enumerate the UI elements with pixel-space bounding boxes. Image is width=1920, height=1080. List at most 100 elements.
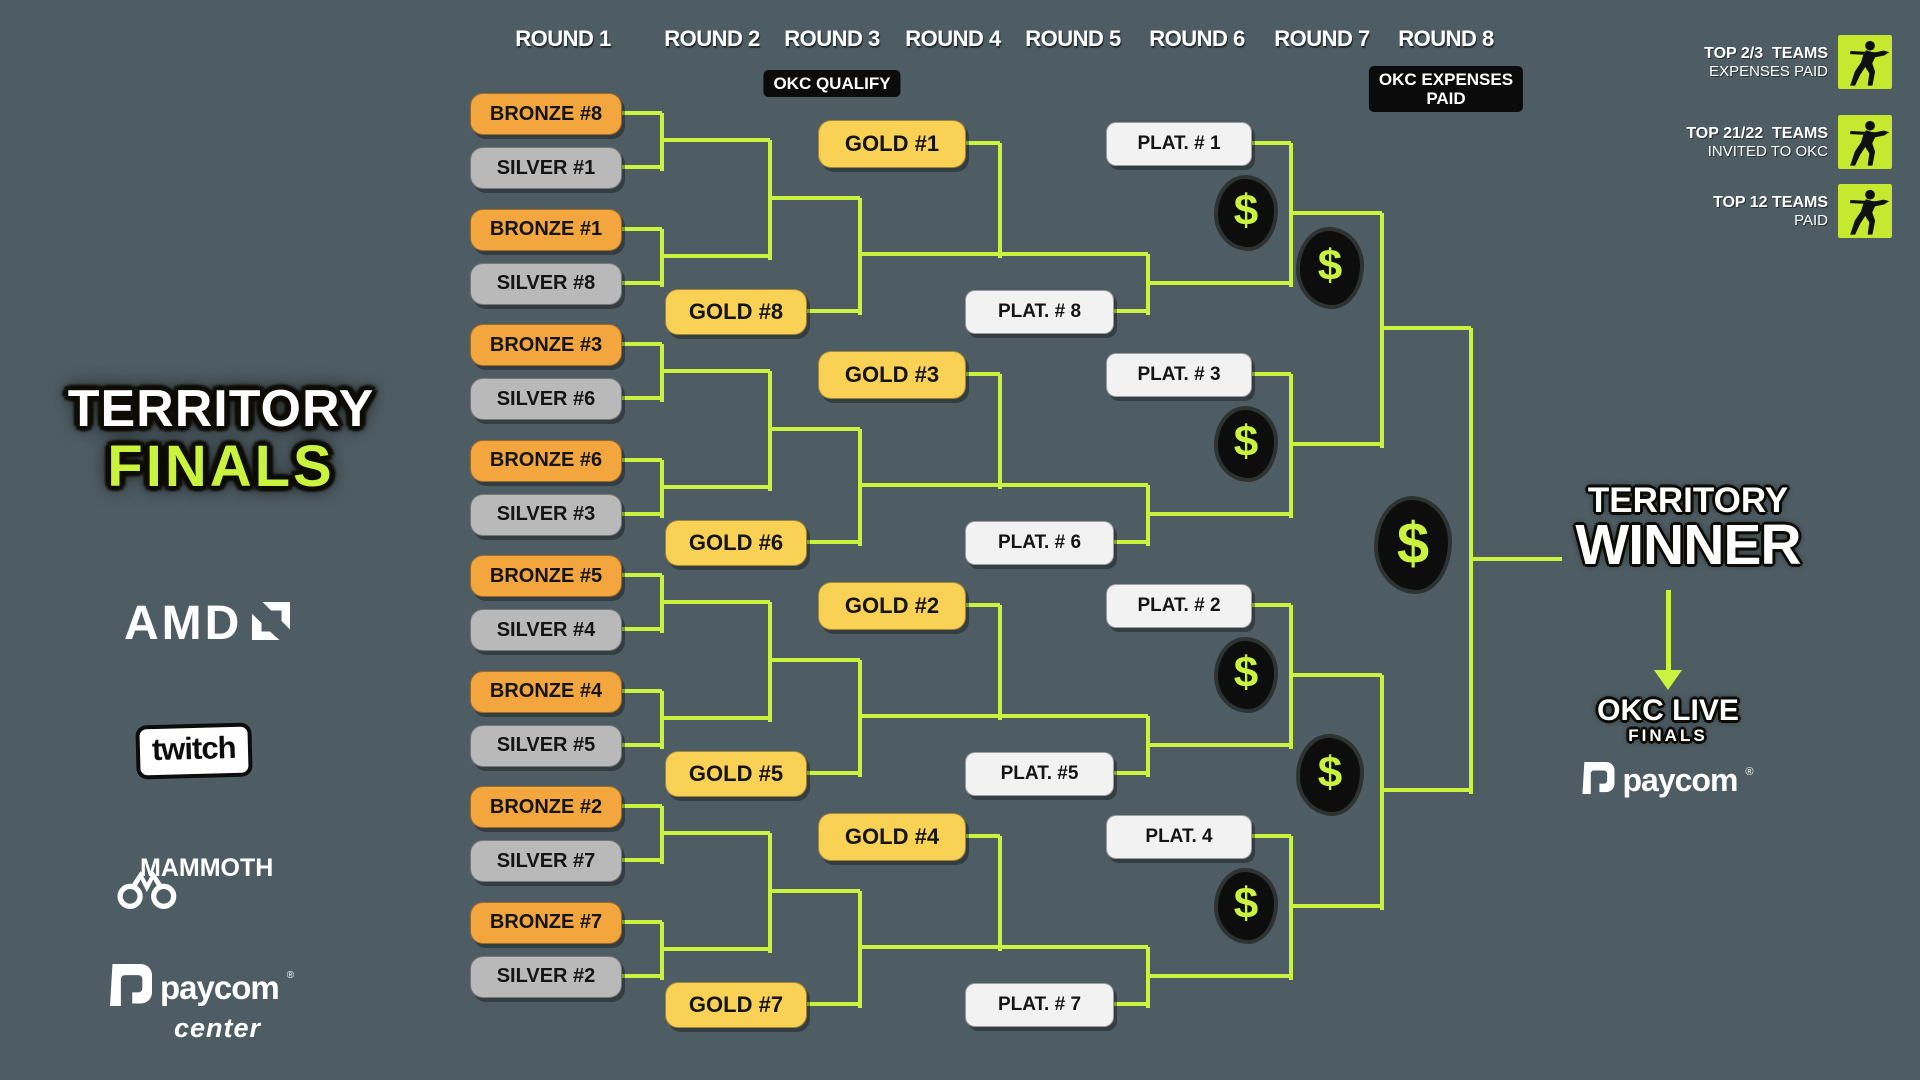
bracket-line-v — [998, 143, 1002, 259]
bracket-line-h — [620, 919, 662, 924]
silver-seed-box: SILVER #1 — [470, 147, 622, 189]
gold-seed-box: GOLD #8 — [665, 289, 807, 335]
platinum-seed-box: PLAT. # 2 — [1106, 584, 1252, 628]
bronze-seed-box: BRONZE #6 — [470, 439, 622, 482]
bracket-line-v — [858, 197, 862, 315]
sponsor-twitch-logo: twitch — [139, 726, 249, 776]
bracket-line-h — [620, 804, 662, 808]
bracket-line-v — [768, 833, 772, 953]
dollar-payout-icon: $ — [1300, 738, 1360, 812]
bracket-line-h — [620, 742, 662, 747]
down-arrow-shaft — [1666, 590, 1671, 672]
dollar-sign: $ — [1233, 647, 1259, 697]
bronze-seed-box: BRONZE #1 — [470, 208, 622, 251]
bracket-line-v — [1380, 674, 1384, 910]
bracket-line-h — [620, 627, 662, 631]
gold-seed-box: GOLD #3 — [818, 351, 966, 399]
bronze-seed-box: BRONZE #2 — [470, 786, 622, 828]
legend-subtitle: PAID — [1794, 211, 1828, 229]
event-logo-line1: TERRITORY — [67, 380, 375, 438]
dollar-sign: $ — [1233, 185, 1259, 235]
bracket-line-h — [620, 226, 662, 231]
down-arrow-icon — [1654, 670, 1682, 690]
cs-soldier-icon — [1838, 35, 1892, 89]
bracket-line-h — [1250, 141, 1291, 145]
bracket-line-v — [858, 659, 862, 777]
gold-seed-box: GOLD #4 — [818, 813, 966, 861]
paycom-bracket-icon — [1582, 762, 1615, 799]
dollar-sign: $ — [1233, 416, 1259, 466]
bracket-line-h — [620, 457, 662, 462]
round-header: ROUND 7 — [1274, 26, 1370, 51]
legend-subtitle: INVITED TO OKC — [1707, 142, 1828, 160]
bracket-line-v — [1469, 328, 1473, 795]
bracket-line-v — [1146, 254, 1150, 315]
dollar-payout-icon: $ — [1218, 871, 1274, 940]
bracket-line-h — [860, 714, 1148, 719]
bracket-line-v — [998, 605, 1002, 721]
paycom-center-label: center — [174, 1013, 262, 1043]
bracket-line-h — [662, 138, 770, 142]
silver-seed-box: SILVER #6 — [470, 378, 622, 420]
bracket-line-h — [1250, 834, 1291, 838]
bracket-line-v — [660, 921, 664, 980]
registered-mark: ® — [286, 970, 295, 981]
dollar-payout-icon: $ — [1218, 640, 1274, 709]
bracket-line-v — [660, 806, 664, 864]
bracket-line-h — [964, 372, 1000, 376]
bracket-line-h — [620, 165, 662, 169]
paycom-wordmark: paycom — [160, 968, 280, 1006]
bracket-line-h — [860, 945, 1148, 950]
bracket-line-h — [1112, 540, 1148, 544]
dollar-sign: $ — [1233, 878, 1259, 928]
bracket-line-h — [1112, 309, 1148, 313]
bronze-seed-box: BRONZE #7 — [470, 901, 622, 944]
dollar-sign: $ — [1317, 241, 1343, 290]
bracket-line-h — [662, 484, 770, 489]
bracket-line-h — [662, 600, 770, 604]
bracket-line-h — [1291, 903, 1382, 908]
silver-seed-box: SILVER #4 — [470, 609, 622, 651]
mammoth-tusks-icon — [117, 871, 177, 909]
bracket-line-v — [660, 228, 664, 287]
bracket-line-h — [964, 603, 1000, 607]
gold-seed-box: GOLD #5 — [665, 751, 807, 797]
round-header: ROUND 8 — [1398, 26, 1494, 51]
bracket-line-v — [858, 428, 862, 546]
bronze-seed-box: BRONZE #3 — [470, 324, 622, 366]
bracket-line-v — [768, 602, 772, 722]
event-logo-line2: FINALS — [107, 433, 335, 499]
paycom-wordmark: paycom — [1622, 762, 1738, 798]
bracket-line-h — [860, 483, 1148, 488]
bracket-line-h — [1291, 441, 1382, 446]
okc-qualify-badge: OKC QUALIFY — [763, 70, 901, 98]
bracket-line-h — [805, 1002, 860, 1006]
silver-seed-box: SILVER #7 — [470, 840, 622, 882]
round-header: ROUND 4 — [905, 26, 1001, 51]
bronze-seed-box: BRONZE #8 — [470, 93, 622, 135]
platinum-seed-box: PLAT. # 7 — [965, 983, 1114, 1027]
event-logo: TERRITORY FINALS — [6, 382, 436, 497]
bronze-seed-box: BRONZE #5 — [470, 555, 622, 597]
platinum-seed-box: PLAT. # 6 — [965, 521, 1114, 565]
bracket-line-h — [1250, 372, 1291, 376]
bracket-line-v — [660, 459, 664, 518]
okc-live-line2: FINALS — [1628, 725, 1708, 745]
bracket-line-h — [1250, 603, 1291, 607]
round-header: ROUND 6 — [1149, 26, 1245, 51]
sponsor-mammoth-logo: MAMMOTH — [114, 846, 304, 910]
sponsor-paycom-center-logo: paycom ® center — [110, 964, 294, 1044]
bracket-line-h — [1382, 788, 1471, 793]
territory-winner-title: TERRITORY WINNER — [1575, 483, 1801, 574]
bracket-line-h — [805, 771, 860, 775]
bracket-line-v — [1289, 605, 1293, 749]
bracket-line-h — [770, 888, 860, 893]
bracket-line-h — [964, 141, 1000, 145]
registered-mark: ® — [1745, 766, 1754, 778]
winner-sponsor-paycom-logo: paycom ® — [1582, 762, 1754, 799]
round-header: ROUND 3 — [784, 26, 880, 51]
bracket-line-h — [1382, 326, 1471, 331]
